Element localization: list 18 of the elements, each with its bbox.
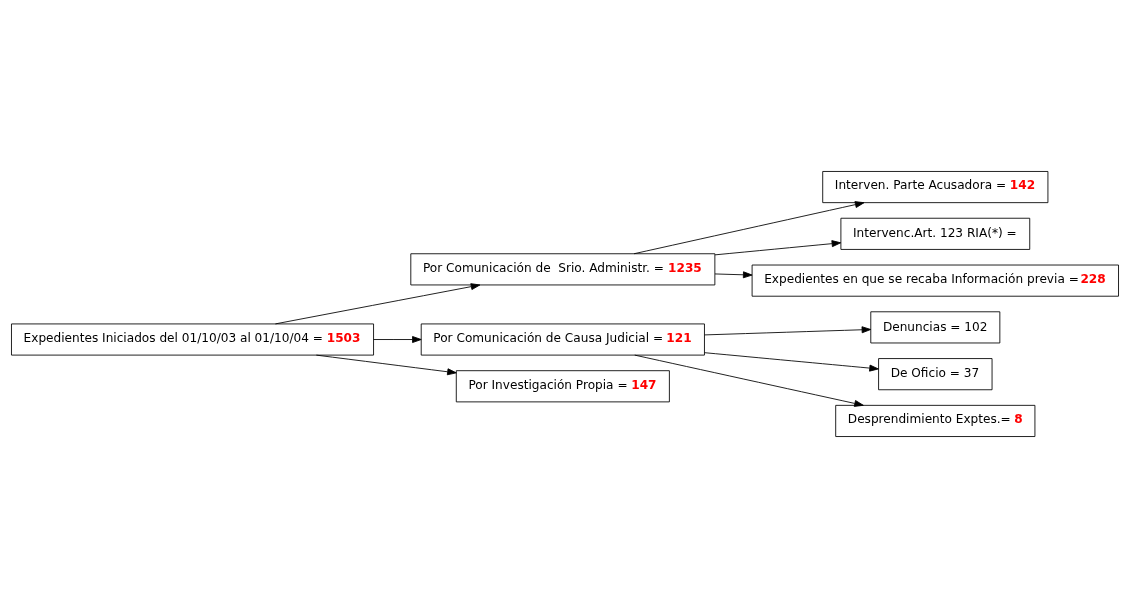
node-box: Por Comunicación de Causa Judicial = 121 (420, 323, 705, 356)
node-box: De Oficio = 37 (878, 358, 993, 391)
arrow (373, 336, 422, 343)
node-box: Desprendimiento Exptes.= 8 (835, 404, 1036, 437)
node-box: Por Investigación Propia = 147 (455, 370, 670, 403)
node-box: Interven. Parte Acusadora = 142 (822, 171, 1049, 204)
node-box: Expedientes Iniciados del 01/10/03 al 01/10/04 = 1503 (11, 323, 374, 356)
arrow (714, 271, 753, 279)
arrow (275, 283, 481, 325)
arrow (704, 352, 879, 372)
node-box: Expedientes en que se recaba Información previa =228 (751, 264, 1119, 297)
arrow (633, 201, 865, 255)
arrow (704, 326, 872, 336)
arrow (714, 240, 842, 256)
node-box: Intervenc.Art. 123 RIA(*) = (840, 217, 1031, 250)
node-box: Denuncias = 102 (870, 311, 1001, 344)
arrow (315, 354, 457, 376)
node-box: Por Comunicación de Srio. Administr. = 1235 (410, 253, 716, 286)
